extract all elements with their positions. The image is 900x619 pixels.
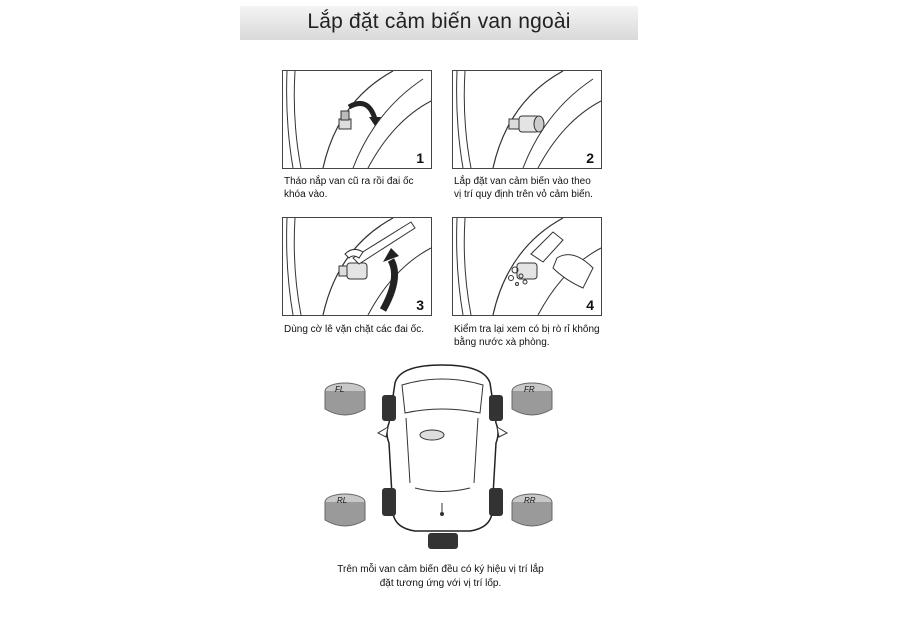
note-line: đặt tương ứng với vị trí lốp. [379, 578, 502, 589]
title-bar: Lắp đặt cảm biến van ngoài [240, 6, 638, 40]
step-4-caption: Kiểm tra lại xem có bị rò rỉ không bằng … [454, 323, 629, 349]
step-3-caption: Dùng cờ lê vặn chặt các đai ốc. [284, 323, 459, 336]
leak-check-drawing [456, 218, 601, 315]
step-3-illustration: 3 [282, 217, 432, 316]
note-line: Trên mỗi van cảm biến đều có ký hiệu vị … [337, 564, 544, 575]
sensor-installation-drawing [456, 71, 601, 168]
sensor-fr: FR [509, 381, 555, 426]
tire-valve-cap-removal-drawing [286, 71, 431, 168]
step-number: 4 [586, 297, 594, 313]
caption-line: Lắp đặt van cảm biến vào theo [454, 176, 591, 187]
step-2-illustration: 2 [452, 70, 602, 169]
step-1-illustration: 1 [282, 70, 432, 169]
car-sensor-diagram [320, 363, 565, 553]
caption-line: khóa vào. [284, 189, 328, 200]
sensor-cap-icon [324, 493, 366, 527]
bottom-note: Trên mỗi van cảm biến đều có ký hiệu vị … [318, 563, 563, 591]
sensor-fl: FL [322, 381, 368, 426]
car-top-view-drawing [376, 364, 509, 549]
sensor-label: RL [337, 496, 348, 505]
caption-line: bằng nước xà phòng. [454, 337, 550, 348]
caption-line: vị trí quy định trên vỏ cảm biến. [454, 189, 593, 200]
step-number: 1 [416, 150, 424, 166]
step-number: 3 [416, 297, 424, 313]
step-2-caption: Lắp đặt van cảm biến vào theo vị trí quy… [454, 175, 629, 201]
sensor-rl: RL [322, 492, 368, 537]
sensor-label: RR [524, 496, 536, 505]
sensor-rr: RR [509, 492, 555, 537]
sensor-cap-icon [324, 382, 366, 416]
sensor-label: FL [335, 385, 345, 394]
caption-line: Dùng cờ lê vặn chặt các đai ốc. [284, 324, 424, 335]
sensor-label: FR [524, 385, 535, 394]
step-number: 2 [586, 150, 594, 166]
step-1-caption: Tháo nắp van cũ ra rồi đai ốc khóa vào. [284, 175, 459, 201]
wrench-tightening-drawing [286, 218, 431, 315]
sensor-cap-icon [511, 382, 553, 416]
caption-line: Tháo nắp van cũ ra rồi đai ốc [284, 176, 414, 187]
caption-line: Kiểm tra lại xem có bị rò rỉ không [454, 324, 600, 335]
sensor-cap-icon [511, 493, 553, 527]
step-4-illustration: 4 [452, 217, 602, 316]
page-title: Lắp đặt cảm biến van ngoài [307, 10, 571, 33]
